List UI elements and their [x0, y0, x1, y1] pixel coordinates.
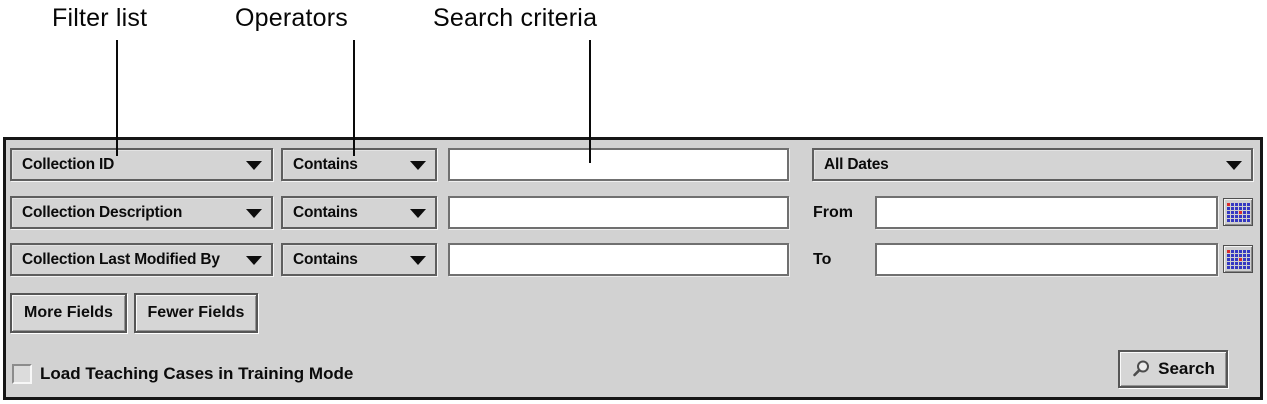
search-button[interactable]: Search [1118, 350, 1228, 388]
training-mode-checkbox-label: Load Teaching Cases in Training Mode [40, 364, 354, 383]
operator-dropdown-2[interactable]: Contains [281, 196, 437, 229]
filter-field-dropdown-2[interactable]: Collection Description [10, 196, 273, 229]
to-calendar-button[interactable] [1223, 245, 1253, 273]
calendar-icon [1226, 249, 1250, 269]
calendar-icon [1226, 202, 1250, 222]
date-range-dropdown-label: All Dates [824, 155, 889, 173]
date-to-input[interactable] [875, 243, 1218, 276]
callout-line-search-criteria [589, 40, 591, 163]
annotation-filter-list: Filter list [52, 4, 148, 32]
more-fields-button[interactable]: More Fields [10, 293, 127, 333]
search-criteria-input-3[interactable] [448, 243, 789, 276]
chevron-down-icon [246, 208, 262, 218]
operator-dropdown-1[interactable]: Contains [281, 148, 437, 181]
date-range-dropdown[interactable]: All Dates [812, 148, 1253, 181]
chevron-down-icon [246, 255, 262, 265]
training-mode-checkbox[interactable] [12, 364, 32, 384]
operator-dropdown-1-label: Contains [293, 155, 358, 173]
chevron-down-icon [410, 255, 426, 265]
chevron-down-icon [246, 160, 262, 170]
chevron-down-icon [1226, 160, 1242, 170]
callout-line-filter-list [116, 40, 118, 156]
search-button-label: Search [1158, 359, 1215, 378]
search-criteria-input-1[interactable] [448, 148, 789, 181]
from-label: From [813, 204, 853, 221]
chevron-down-icon [410, 208, 426, 218]
filter-field-dropdown-1-label: Collection ID [22, 155, 115, 173]
annotation-search-criteria: Search criteria [433, 4, 598, 32]
chevron-down-icon [410, 160, 426, 170]
from-calendar-button[interactable] [1223, 198, 1253, 226]
search-filter-panel: Collection ID Contains All Dates Collect… [3, 137, 1263, 400]
to-label: To [813, 251, 832, 268]
operator-dropdown-3[interactable]: Contains [281, 243, 437, 276]
filter-field-dropdown-3[interactable]: Collection Last Modified By [10, 243, 273, 276]
callout-line-operators [353, 40, 355, 156]
filter-field-dropdown-1[interactable]: Collection ID [10, 148, 273, 181]
operator-dropdown-2-label: Contains [293, 203, 358, 221]
search-criteria-input-2[interactable] [448, 196, 789, 229]
filter-field-dropdown-3-label: Collection Last Modified By [22, 250, 220, 268]
fewer-fields-button[interactable]: Fewer Fields [134, 293, 258, 333]
magnifier-icon [1133, 360, 1150, 377]
operator-dropdown-3-label: Contains [293, 250, 358, 268]
filter-field-dropdown-2-label: Collection Description [22, 203, 183, 221]
annotation-operators: Operators [235, 4, 348, 32]
date-from-input[interactable] [875, 196, 1218, 229]
